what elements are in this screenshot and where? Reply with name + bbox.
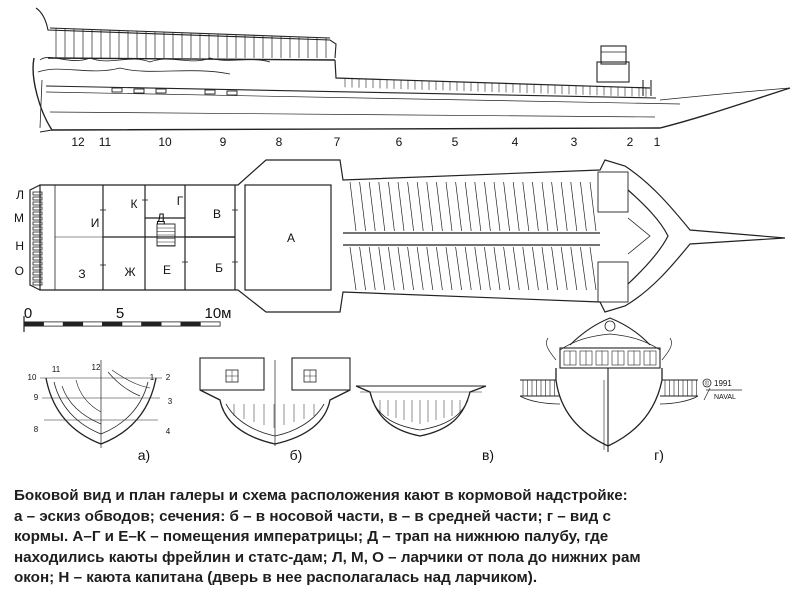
station-number: 10 xyxy=(158,135,172,149)
station-number: 6 xyxy=(396,135,403,149)
station-number: 7 xyxy=(334,135,341,149)
section-a-number: 4 xyxy=(166,427,171,436)
station-number: 5 xyxy=(452,135,459,149)
cabin-letter: Г xyxy=(177,194,184,208)
station-number: 11 xyxy=(99,135,112,149)
cabin-letter: А xyxy=(287,231,295,245)
caption-line: окон; Н – каюта капитана (дверь в нее ра… xyxy=(14,569,538,586)
scale-bar xyxy=(23,316,221,332)
cabin-letter: Б xyxy=(215,261,223,275)
section-a-number: 1 xyxy=(150,373,155,382)
cabin-letter: К xyxy=(131,197,138,211)
station-number: 8 xyxy=(276,135,283,149)
caption-line: Боковой вид и план галеры и схема распол… xyxy=(14,487,628,504)
section-a-number: 8 xyxy=(34,425,39,434)
plan-side-letter: Л xyxy=(16,188,24,202)
section-a-number: 12 xyxy=(92,363,101,372)
section-a-number: 2 xyxy=(166,373,171,382)
section-a-number: 9 xyxy=(34,393,39,402)
figure-caption: Боковой вид и план галеры и схема распол… xyxy=(14,486,786,589)
section-a-hull-lines xyxy=(40,360,162,448)
scale-label: 10м xyxy=(205,305,232,322)
caption-line: находились каюты фрейлин и статс-дам; Л,… xyxy=(14,548,641,566)
cabin-letter: И xyxy=(91,216,100,230)
section-b-bow xyxy=(199,357,351,446)
station-number: 4 xyxy=(512,135,519,149)
figure-labels: а) б) в) г) xyxy=(138,447,664,463)
station-number: 9 xyxy=(220,135,227,149)
cabin-letter: Д xyxy=(157,211,165,225)
section-v-midship xyxy=(355,385,487,437)
cabin-letter: З xyxy=(78,267,85,281)
figure-label: б) xyxy=(290,447,303,463)
figure-label: в) xyxy=(482,447,494,463)
stamp-brand: NAVAL xyxy=(714,394,736,401)
station-number: 3 xyxy=(571,135,578,149)
cabin-letter: Ж xyxy=(124,265,135,279)
copyright-icon: © xyxy=(705,381,710,388)
section-a-number: 11 xyxy=(52,365,61,374)
caption-line: кормы. А–Г и Е–К – помещения императрицы… xyxy=(14,528,609,545)
plan-side-letter: О xyxy=(15,264,24,278)
station-number-labels: 12 11 10 9 8 7 6 5 4 3 2 1 xyxy=(71,135,660,149)
station-number: 12 xyxy=(71,135,85,149)
galley-plan-view xyxy=(29,159,786,313)
naval-stamp: © 1991 NAVAL xyxy=(702,378,742,401)
cabin-letter: В xyxy=(213,207,221,221)
stamp-year: 1991 xyxy=(714,379,732,388)
section-a-number: 3 xyxy=(168,397,173,406)
station-number: 2 xyxy=(627,135,634,149)
galley-side-view xyxy=(32,7,791,133)
plan-side-letter: М xyxy=(14,211,24,225)
caption-line: а – эскиз обводов; сечения: б – в носово… xyxy=(14,507,611,525)
plan-side-letter: Н xyxy=(15,239,24,253)
figure-label: г) xyxy=(654,447,664,463)
cabin-letter: Е xyxy=(163,263,171,277)
figure-label: а) xyxy=(138,447,150,463)
scale-label: 0 xyxy=(24,305,32,322)
station-number: 1 xyxy=(654,135,661,149)
section-a-number: 10 xyxy=(28,373,37,382)
section-g-stern-view xyxy=(519,317,699,452)
scale-label: 5 xyxy=(116,305,124,322)
scale-labels: 0 5 10м xyxy=(24,305,232,322)
